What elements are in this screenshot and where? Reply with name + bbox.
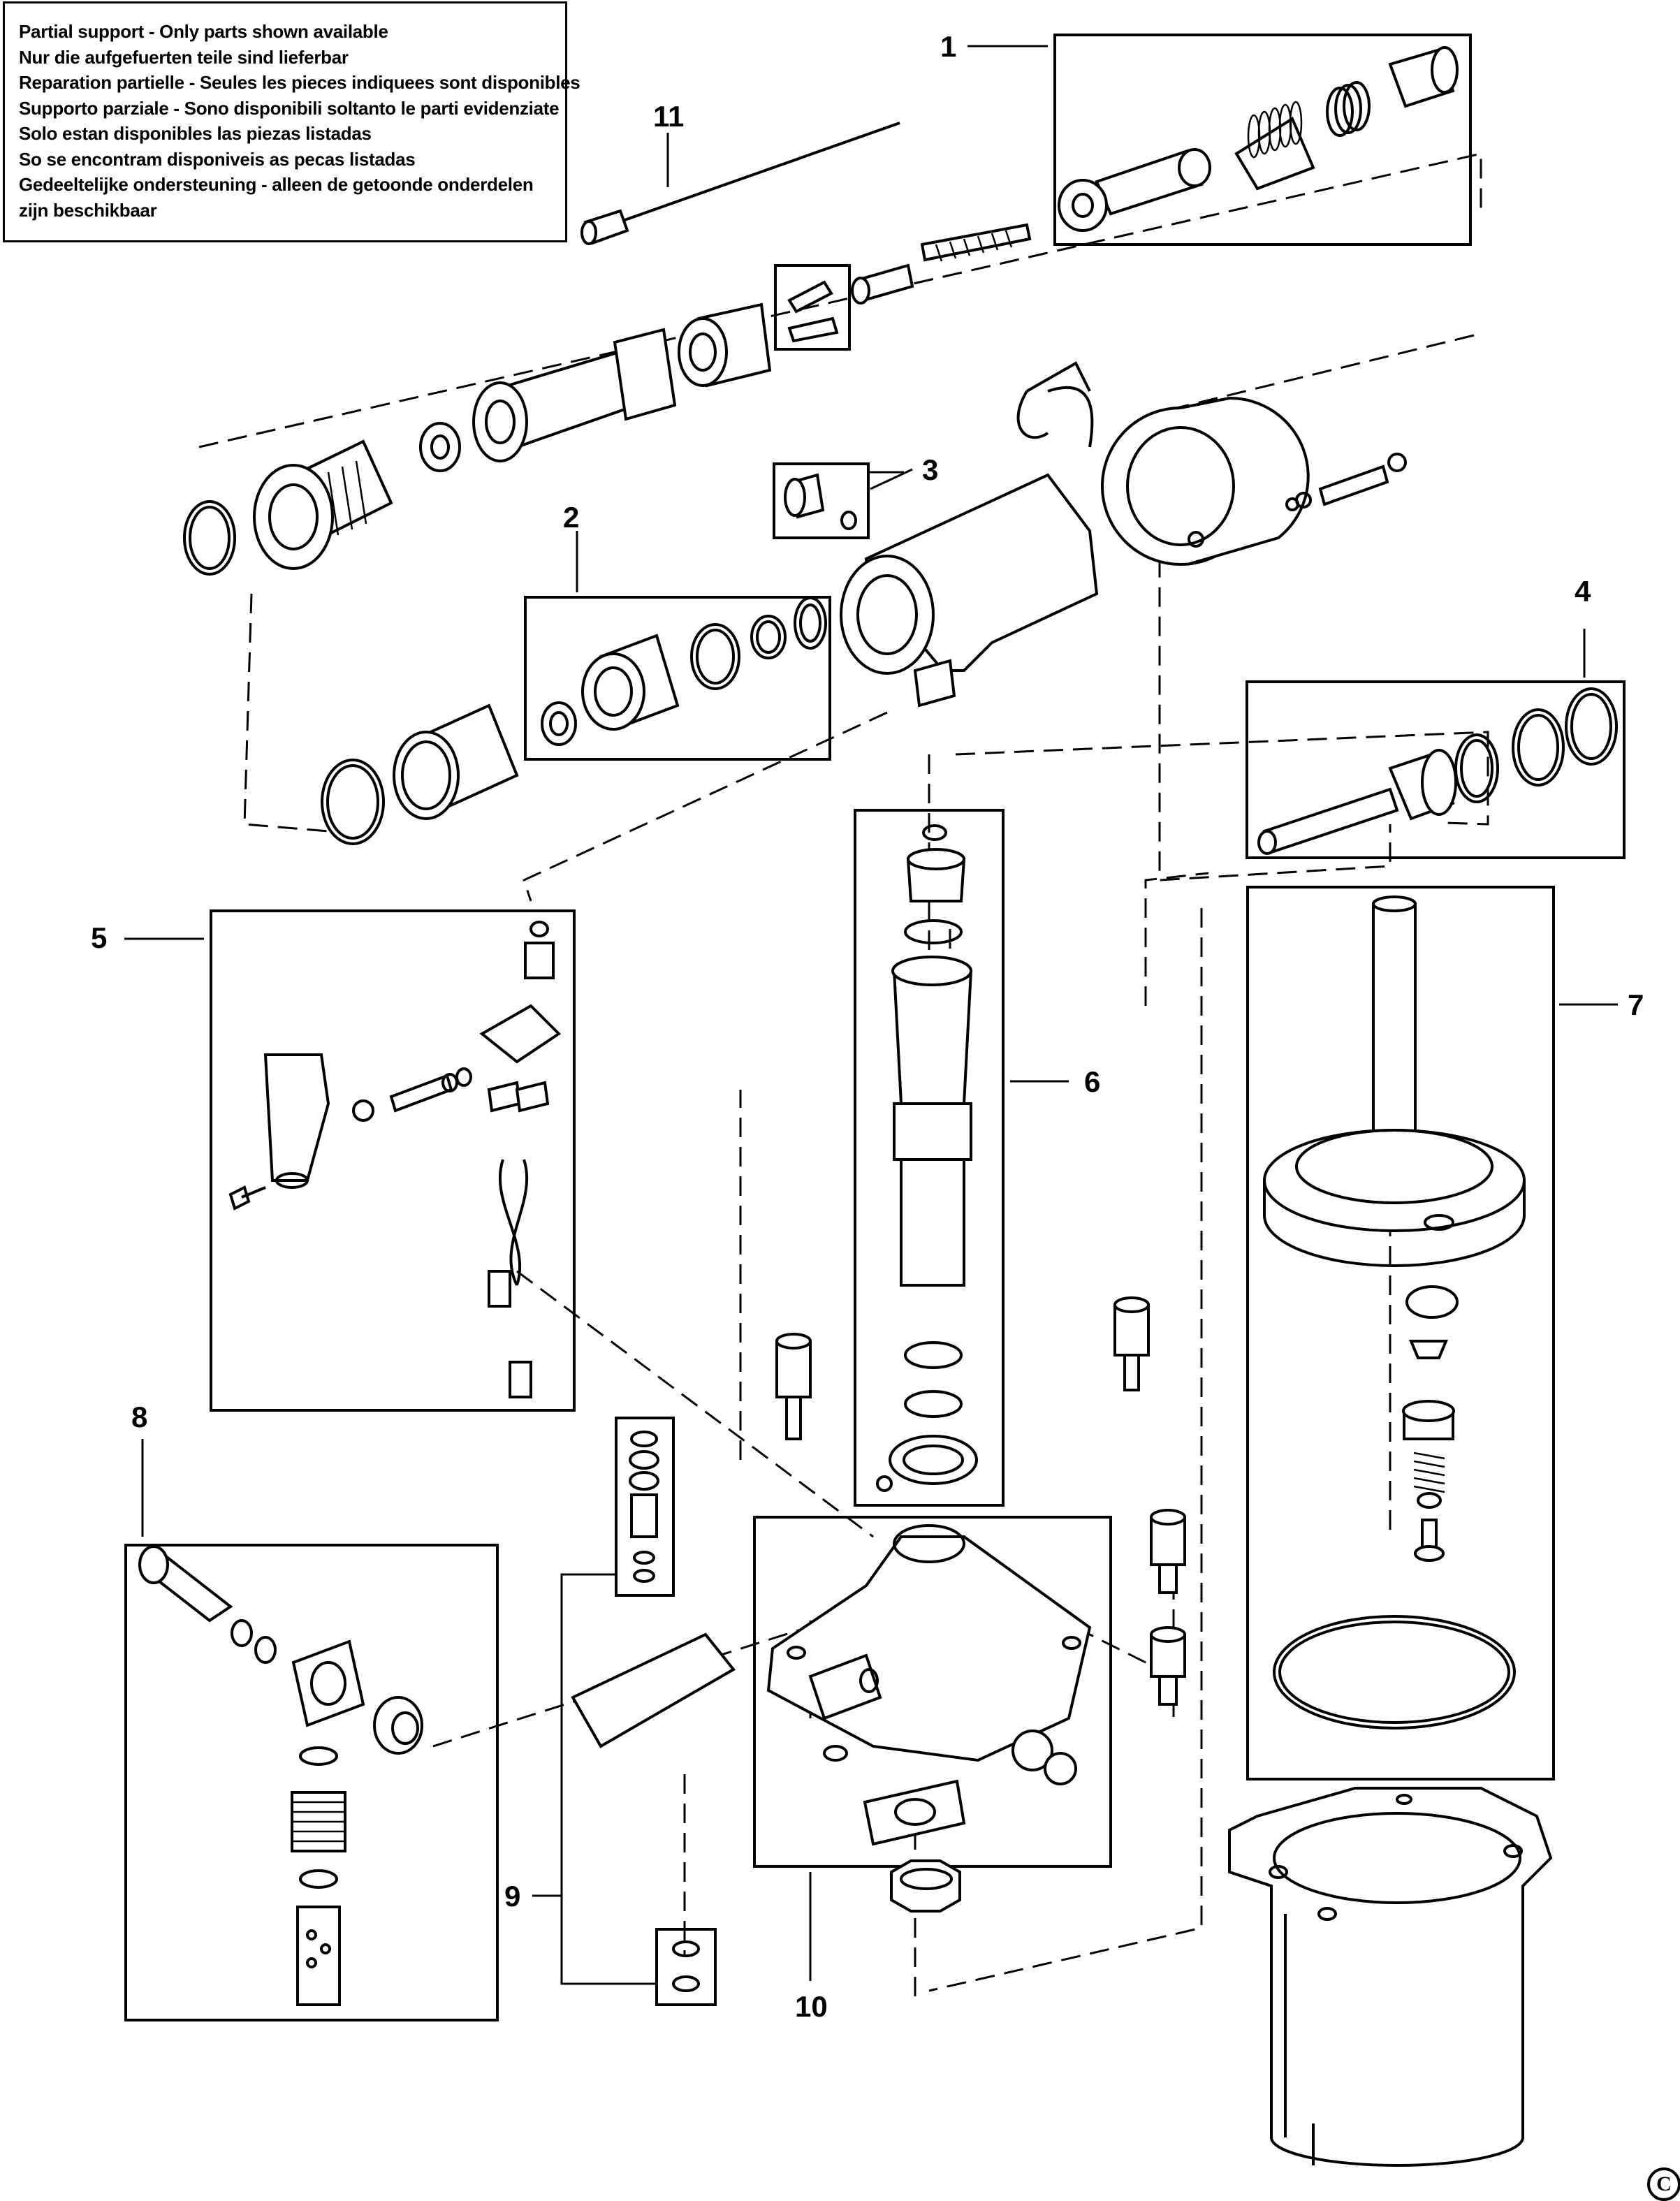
partial-support-notice: Partial support - Only parts shown avail… <box>3 1 580 242</box>
group-box-11-parts <box>774 264 851 351</box>
jaw-pieces <box>787 280 839 343</box>
group-1-parts <box>1058 46 1459 232</box>
callout-10: 10 <box>795 1990 828 2023</box>
spring-and-pin <box>851 223 1032 305</box>
callout-6: 6 <box>1084 1065 1101 1098</box>
part-11-pushrod <box>580 122 900 245</box>
callout-11: 11 <box>653 100 685 133</box>
group-box-9-top <box>615 1417 675 1597</box>
group-box-4 <box>1246 680 1626 859</box>
valve-pin-parts <box>1285 453 1407 511</box>
gun-head-body <box>840 361 1099 708</box>
group-3-screw <box>784 473 857 530</box>
callout-4: 4 <box>1575 575 1591 608</box>
group-box-9-bottom <box>655 1928 717 2006</box>
group-box-8 <box>124 1544 499 2021</box>
cylinder-cap <box>1101 396 1310 566</box>
callout-7: 7 <box>1628 988 1644 1021</box>
callout-8: 8 <box>131 1401 148 1433</box>
group-5-parts <box>228 921 562 1398</box>
group-box-2 <box>524 596 831 761</box>
notice-line-5: Solo estan disponibles las piezas listad… <box>19 123 372 144</box>
reservoir-canister <box>1228 1787 1553 2167</box>
notice-line-1: Partial support - Only parts shown avail… <box>19 21 388 42</box>
group-8-parts <box>138 1545 423 2006</box>
notice-line-7: Gedeeltelijke ondersteuning - alleen de … <box>19 174 534 195</box>
callout-5: 5 <box>91 921 108 954</box>
leader-lines <box>124 45 1618 1985</box>
group-box-3 <box>773 462 870 539</box>
notice-line-4: Supporto parziale - Sono disponibili sol… <box>19 97 560 119</box>
group-9-parts <box>571 1431 736 1992</box>
notice-line-2: Nur die aufgefuerten teile sind lieferba… <box>19 46 349 68</box>
group-box-6 <box>854 809 1005 1507</box>
group-10-parts <box>766 1524 1092 1913</box>
group-box-7 <box>1246 886 1555 1780</box>
callout-1: 1 <box>940 30 957 63</box>
collar-and-ring <box>321 703 519 845</box>
group-6-parts <box>876 824 978 1492</box>
callout-9: 9 <box>504 1880 521 1913</box>
copyright-mark: C <box>1647 2164 1680 2201</box>
notice-line-3: Reparation partielle - Seules les pieces… <box>19 72 580 93</box>
nose-housing-parts <box>183 302 772 576</box>
group-box-1 <box>1053 34 1472 246</box>
group-box-5 <box>210 909 576 1412</box>
cap-screws <box>775 1296 1186 1706</box>
callout-2: 2 <box>563 501 580 534</box>
group-4-parts <box>1257 687 1618 855</box>
notice-line-8: zijn beschikbaar <box>19 199 157 221</box>
notice-line-6: So se encontram disponiveis as pecas lis… <box>19 148 416 170</box>
copyright-letter: C <box>1647 2167 1680 2201</box>
callout-3: 3 <box>922 453 939 486</box>
group-boxes <box>124 34 1626 2021</box>
group-2-parts <box>541 597 827 746</box>
group-7-parts <box>1263 895 1526 1730</box>
